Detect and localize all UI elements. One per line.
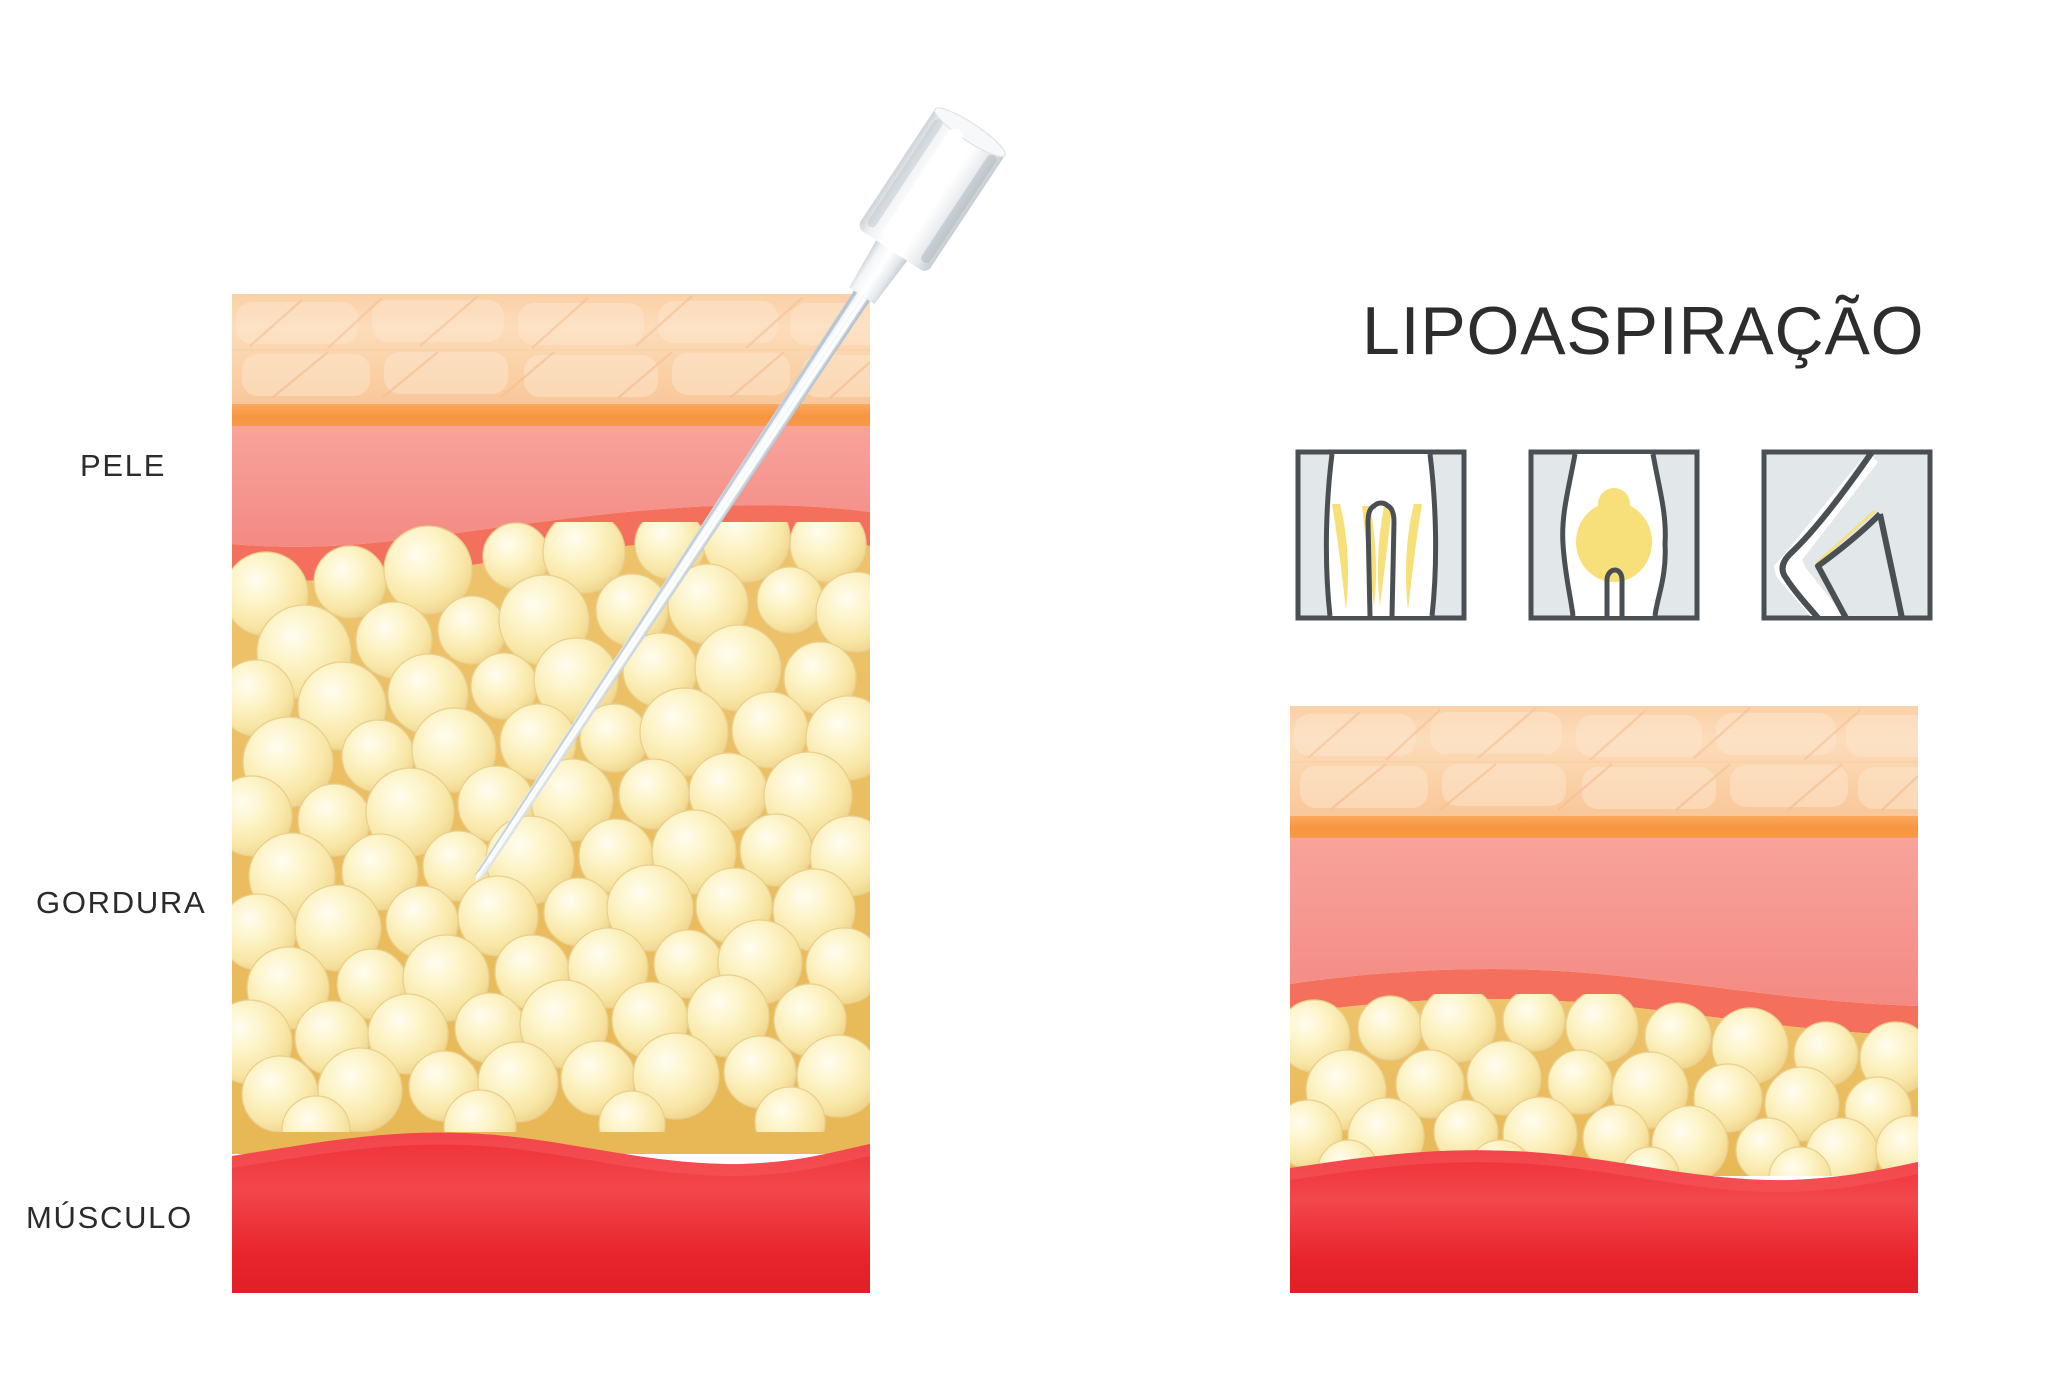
muscle-highlight <box>232 1132 870 1177</box>
fat-deposit-right <box>1406 504 1422 610</box>
basal-membrane-band-after <box>1290 816 1918 838</box>
skin-cross-section-before <box>232 294 870 1293</box>
layer-label-fat: GORDURA <box>36 885 207 920</box>
layer-label-skin: PELE <box>80 448 167 483</box>
fat-deposit-main <box>1576 502 1652 582</box>
muscle-layer <box>232 1132 870 1293</box>
region-box-thighs <box>1294 448 1468 622</box>
basal-membrane-band <box>232 404 870 426</box>
cannula-handle-edge-shadow <box>867 119 943 228</box>
epidermis-texture-after <box>1290 707 1918 813</box>
region-box-buttocks <box>1527 448 1701 622</box>
gluteal-cleft <box>1604 567 1625 616</box>
fat-deposit-top <box>1598 488 1630 520</box>
region-knee-svg <box>1761 449 1933 621</box>
limb-fill <box>1784 454 1878 616</box>
skin-cross-section-after <box>1290 706 1918 1293</box>
cannula-handle-edge-shadow-right <box>921 154 997 264</box>
region-thighs-svg <box>1295 449 1467 621</box>
dermis-layer-after <box>1290 838 1918 1006</box>
region-buttocks-svg <box>1528 449 1700 621</box>
leg-outline-left <box>1323 453 1335 617</box>
cannula-handle-top <box>933 107 1006 158</box>
cannula-handle-gloss <box>882 128 964 242</box>
fat-cells-group <box>232 522 870 1132</box>
limb-outline-back <box>1877 513 1905 619</box>
hip-outline-left <box>1560 453 1578 617</box>
page-title: LIPOASPIRAÇÃO <box>1362 293 1925 369</box>
hip-outline-right <box>1650 453 1668 617</box>
layer-label-muscle: MÚSCULO <box>26 1200 193 1235</box>
fat-deposit-left <box>1332 504 1348 610</box>
region-box-knee <box>1760 448 1934 622</box>
limb-outline-outer <box>1779 450 1875 620</box>
limb-outline-inner <box>1815 511 1883 620</box>
skin-layers-after-svg <box>1290 706 1918 1293</box>
skin-layers-before-svg <box>232 294 870 1293</box>
cannula-handle <box>859 108 1005 271</box>
muscle-highlight-after <box>1290 1150 1918 1193</box>
crotch-arc <box>1371 500 1391 509</box>
fat-deposit-inner-right <box>1377 506 1392 606</box>
leg-outline-right <box>1427 453 1439 617</box>
lower-limb-fill <box>1820 510 1898 616</box>
